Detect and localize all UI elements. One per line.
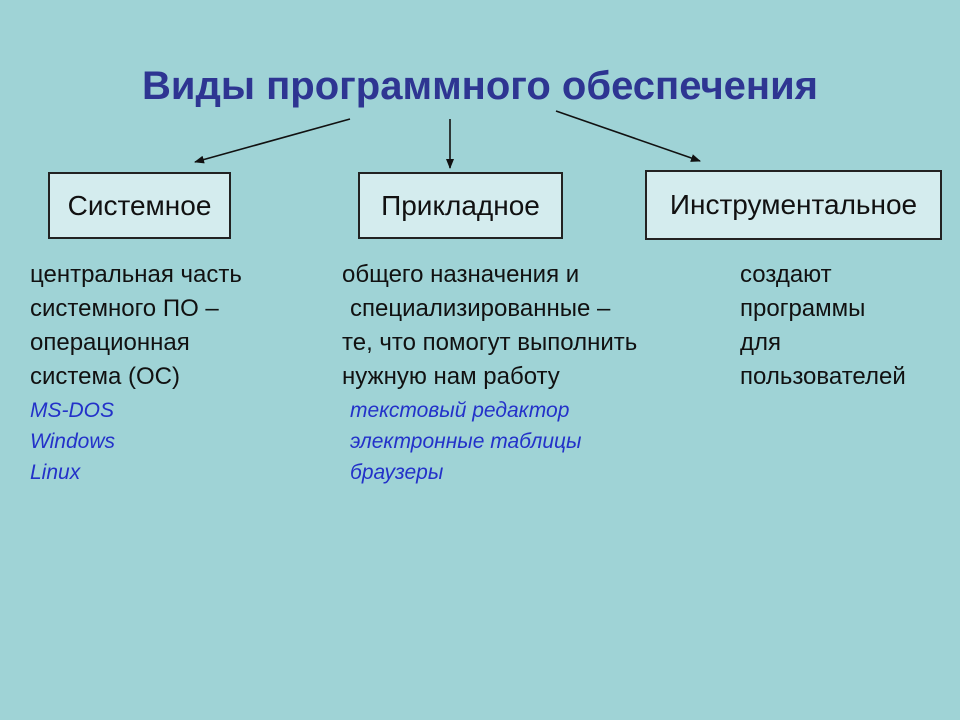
description-line: нужную нам работу (342, 363, 560, 390)
category-label-tools: Инструментальное (669, 189, 918, 220)
description-line: для (740, 329, 782, 356)
applied-description: общего назначения и специализированные –… (342, 258, 637, 394)
system-description: центральная часть системного ПО – операц… (30, 258, 242, 394)
description-line: центральная часть (30, 261, 242, 288)
system-examples: MS-DOS Windows Linux (30, 395, 115, 488)
example-item: Linux (30, 461, 81, 484)
arrow-to-tools (555, 110, 701, 162)
description-line: системного ПО – (30, 295, 219, 322)
example-item: текстовый редактор (350, 399, 570, 422)
category-label-system: Системное (67, 189, 212, 221)
arrow-to-system (194, 118, 351, 164)
applied-examples: текстовый редактор электронные таблицы б… (350, 395, 582, 488)
category-label-applied: Прикладное (381, 189, 540, 221)
description-line: создают (740, 261, 832, 288)
description-line: операционная (30, 329, 190, 356)
description-line: общего назначения и (342, 261, 580, 288)
slide-title: Виды программного обеспечения (141, 64, 819, 108)
description-line: специализированные – (350, 295, 611, 322)
example-item: браузеры (350, 461, 444, 484)
example-item: Windows (30, 430, 116, 453)
description-line: программы (740, 295, 866, 322)
example-item: электронные таблицы (350, 430, 582, 453)
example-item: MS-DOS (30, 399, 114, 422)
description-line: система (ОС) (30, 363, 180, 390)
tools-description: создают программы для пользователей (740, 258, 906, 394)
category-box-system: Системное (48, 172, 231, 239)
description-line: те, что помогут выполнить (342, 329, 638, 356)
category-box-tools: Инструментальное (645, 170, 942, 240)
category-box-applied: Прикладное (358, 172, 563, 239)
description-line: пользователей (740, 363, 906, 390)
